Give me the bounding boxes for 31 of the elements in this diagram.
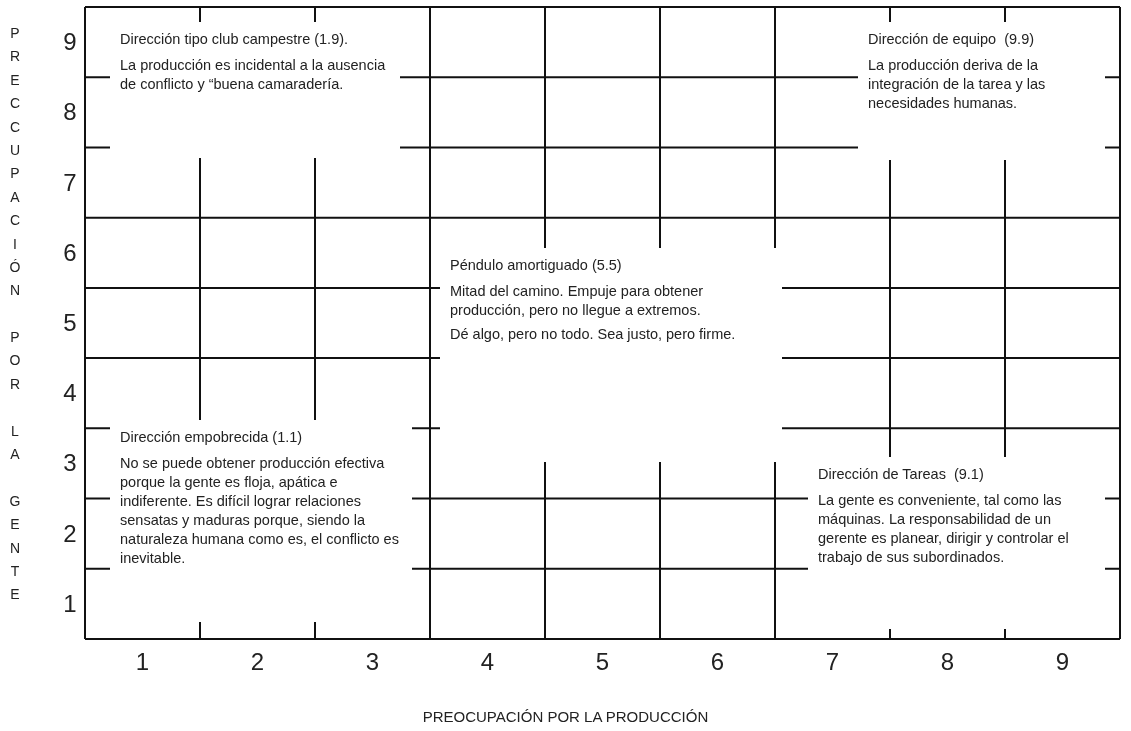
axis-number: 4 — [479, 648, 496, 676]
axis-number: 2 — [249, 648, 266, 676]
note-heading: Dirección de Tareas (9.1) — [818, 465, 985, 484]
axis-number: 3 — [62, 449, 78, 478]
axis-number: 6 — [709, 648, 726, 676]
axis-title: PREOCUPACIÓN POR LA PRODUCCIÓN — [421, 708, 710, 725]
axis-number: 7 — [824, 648, 841, 676]
note-heading: Péndulo amortiguado (5.5) — [450, 256, 623, 275]
axis-number: 6 — [62, 238, 78, 267]
note-heading: Dirección tipo club campestre (1.9). — [120, 30, 350, 49]
note-heading: Dirección empobrecida (1.1) — [120, 428, 304, 447]
axis-number: 8 — [62, 98, 78, 127]
axis-number: 2 — [62, 519, 78, 548]
note-text: La gente es conveniente, tal como las máquinas. La responsabilidad de un gerente es planear, dirigir y controlar el trabajo de sus subordinados. — [818, 491, 1070, 567]
axis-number: 9 — [1054, 648, 1071, 676]
note-text: Mitad del camino. Empuje para obtener producción, pero no llegue a extremos. — [450, 282, 705, 320]
axis-number: 9 — [62, 28, 78, 57]
axis-number: 5 — [62, 309, 78, 337]
note-text: No se puede obtener producción efectiva porque la gente es floja, apática e indiferente. Es difícil lograr relaciones sensatas y maduras porque, siendo la naturaleza humana como es, el conflicto es inevitable. — [120, 454, 400, 568]
axis-number: 4 — [62, 379, 78, 408]
note-text: Dé algo, pero no todo. Sea justo, pero firme. — [450, 325, 737, 344]
note-text: La producción deriva de la integración de la tarea y las necesidades humanas. — [868, 56, 1047, 113]
note-heading: Dirección de equipo (9.9) — [868, 30, 1036, 49]
axis-title: PRECCUPACIÓN POR LA GENTE — [8, 24, 22, 605]
axis-number: 5 — [594, 648, 611, 676]
axis-number: 8 — [939, 648, 956, 676]
axis-number: 1 — [62, 589, 78, 618]
axis-number: 3 — [364, 648, 381, 676]
axis-number: 1 — [134, 648, 151, 676]
axis-number: 7 — [62, 168, 78, 197]
note-text: La producción es incidental a la ausencia de conflicto y “buena camaradería. — [120, 56, 387, 94]
